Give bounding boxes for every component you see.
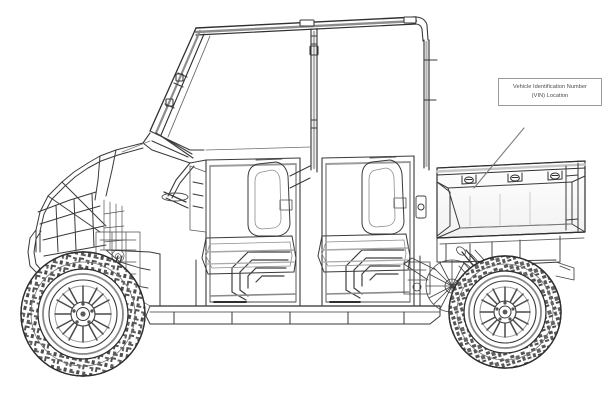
front-hood bbox=[61, 140, 151, 201]
front-seat bbox=[201, 158, 311, 275]
vin-location-callout: Vehicle Identification Number (VIN) Loca… bbox=[498, 78, 602, 107]
front-grille bbox=[103, 199, 125, 251]
steering-and-dash bbox=[161, 162, 207, 233]
rear-wheel bbox=[448, 255, 562, 369]
callout-line-1: Vehicle Identification Number bbox=[513, 84, 587, 90]
front-bumper bbox=[27, 181, 107, 275]
rear-door bbox=[321, 155, 427, 307]
cargo-bed bbox=[435, 160, 587, 245]
bed-tiedown bbox=[461, 170, 563, 185]
callout-line-2: (VIN) Location bbox=[531, 92, 569, 99]
roll-cage bbox=[142, 16, 438, 173]
chassis-frame bbox=[105, 249, 441, 325]
callout-leader-line bbox=[473, 127, 525, 189]
rear-seat bbox=[317, 156, 411, 273]
front-wheel bbox=[20, 251, 146, 377]
